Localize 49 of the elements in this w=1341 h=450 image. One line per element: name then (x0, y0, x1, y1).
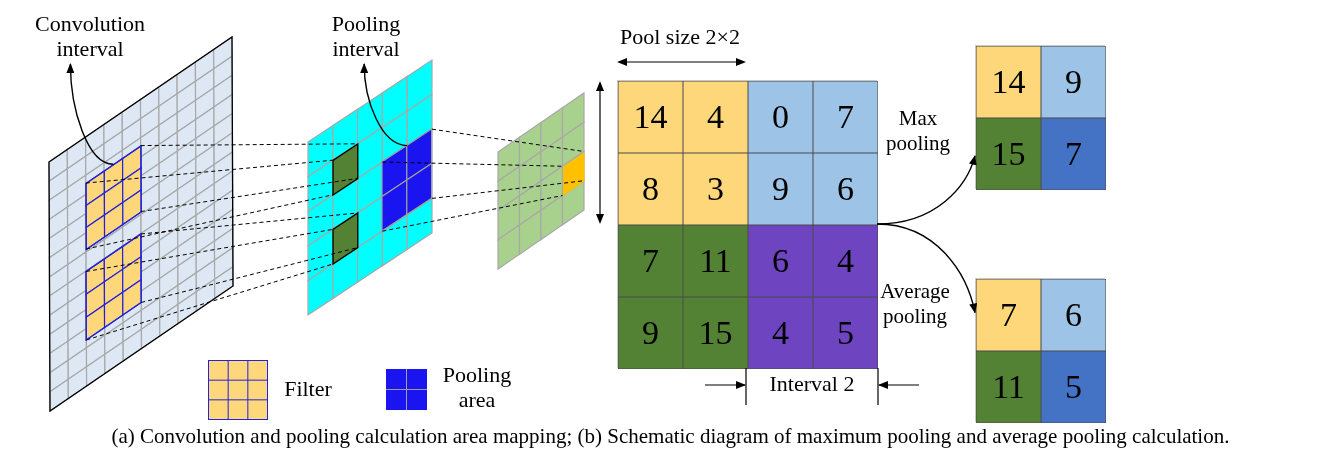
projection-line (140, 212, 359, 235)
grid-cell: 3 (683, 153, 748, 225)
projection-line (140, 247, 359, 303)
grid-cell: 6 (1041, 279, 1106, 351)
projection-line (85, 228, 334, 272)
projection-line (140, 177, 359, 213)
grid-cell: 14 (976, 46, 1041, 118)
grid-cell: 7 (813, 81, 878, 153)
curved-arrow (66, 63, 114, 165)
grid-cell: 11 (976, 351, 1041, 423)
projection-line (381, 195, 563, 232)
grid-cell: 6 (748, 225, 813, 297)
caption: (a) Convolution and pooling calculation area mapping; (b) Schematic diagram of maximum pooling and average pooling calculation. (110, 424, 1231, 448)
input-grid (617, 80, 877, 368)
legend-label: Pooling area (441, 362, 513, 413)
grid-cell: 15 (976, 118, 1041, 190)
grid-cell: 5 (1041, 351, 1106, 423)
grid-cell: 6 (813, 153, 878, 225)
annotation-text: Convolution interval (20, 8, 160, 64)
grid-cell: 14 (618, 81, 683, 153)
projection-line (431, 180, 585, 199)
grid-cell: 9 (748, 153, 813, 225)
grid-cell: 7 (976, 279, 1041, 351)
grid-cell: 9 (618, 297, 683, 369)
max-pooling-grid (975, 45, 1105, 189)
grid-cell: 0 (748, 81, 813, 153)
edge-label: Max pooling (884, 106, 952, 157)
grid-cell: 7 (618, 225, 683, 297)
grid-cell: 5 (813, 297, 878, 369)
legend-label: Filter (283, 376, 333, 402)
grid-cell: 4 (748, 297, 813, 369)
dimension-label: Interval 2 (768, 371, 856, 398)
dimension-label: Pool size 2×2 (619, 24, 741, 51)
grid-cell: 7 (1041, 118, 1106, 190)
grid-cell: 4 (683, 81, 748, 153)
grid-cell: 4 (813, 225, 878, 297)
grid-cell: 15 (683, 297, 748, 369)
projection-line (85, 194, 334, 250)
curved-arrow (360, 63, 408, 147)
projection-line (85, 263, 334, 341)
edge-label: Average pooling (879, 279, 951, 330)
grid-cell: 9 (1041, 46, 1106, 118)
grid-cell: 11 (683, 225, 748, 297)
projection-line (381, 161, 563, 167)
curved-arrow (876, 223, 977, 314)
average-pooling-grid (975, 278, 1105, 422)
annotation-text: Pooling interval (320, 8, 412, 64)
grid-cell: 8 (618, 153, 683, 225)
projection-line (85, 159, 334, 184)
